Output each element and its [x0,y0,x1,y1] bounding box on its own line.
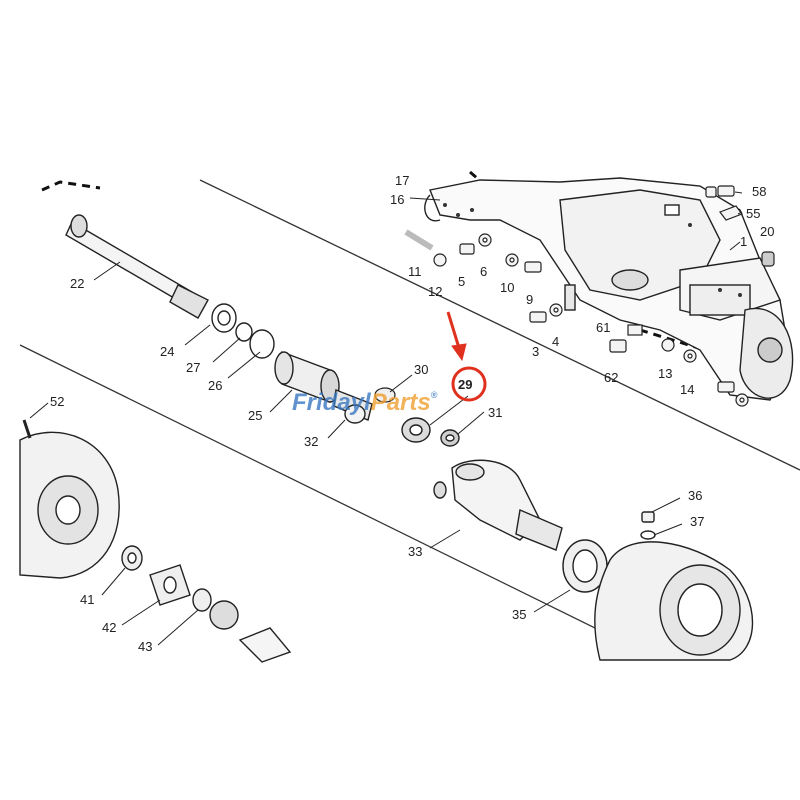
callout-27: 27 [186,360,200,375]
callout-25: 25 [248,408,262,423]
callout-31: 31 [488,405,502,420]
hub-parts-41-42-43 [121,545,292,663]
callout-42: 42 [102,620,116,635]
callout-61: 61 [596,320,610,335]
callout-1: 1 [740,234,747,249]
axle-housing [424,177,794,401]
callout-13: 13 [658,366,672,381]
callout-26: 26 [208,378,222,393]
carrier-flange-33 [433,459,563,551]
callout-33: 33 [408,544,422,559]
red-arrow-icon [446,311,467,362]
callout-6: 6 [480,264,487,279]
callout-36: 36 [688,488,702,503]
callout-3: 3 [532,344,539,359]
callout-55: 55 [746,206,760,221]
callout-4: 4 [552,334,559,349]
coupling-sleeve-25 [274,350,340,404]
callout-43: 43 [138,639,152,654]
callout-12: 12 [428,284,442,299]
callout-17: 17 [395,173,409,188]
pinion-gear-29 [401,417,431,443]
callout-29: 29 [458,377,472,392]
hardware-bolts-washers [404,185,775,407]
callout-10: 10 [500,280,514,295]
bearing-31 [440,429,460,447]
callout-30: 30 [414,362,428,377]
callout-24: 24 [160,344,174,359]
callout-20: 20 [760,224,774,239]
svg-text:FridaylParts®: FridaylParts® [292,389,438,416]
highlight-circle-icon [451,366,487,402]
callout-11: 11 [408,264,422,279]
callout-32: 32 [304,434,318,449]
callout-62: 62 [604,370,618,385]
leader-lines [29,191,743,646]
axle-shaft-22 [65,214,209,319]
callout-35: 35 [512,607,526,622]
callout-14: 14 [680,382,694,397]
bearing-37 [562,539,608,593]
callout-41: 41 [80,592,94,607]
wheel-hub-right [594,511,754,661]
splined-gear-shaft-32 [333,389,373,424]
callout-labels: 17 16 58 55 1 20 11 12 56 10 9 61 34 62 13 14 22 24 27 26 25… [50,173,774,654]
wheel-hub-left-52 [19,419,120,579]
section-divider-lines [19,179,800,661]
callout-9: 9 [526,292,533,307]
callout-22: 22 [70,276,84,291]
callout-16: 16 [390,192,404,207]
callout-58: 58 [752,184,766,199]
shaft-rings-24-27-26 [211,303,275,359]
watermark-logo: FridaylParts® [292,389,438,416]
callout-37: 37 [690,514,704,529]
callout-5: 5 [458,274,465,289]
callout-52: 52 [50,394,64,409]
